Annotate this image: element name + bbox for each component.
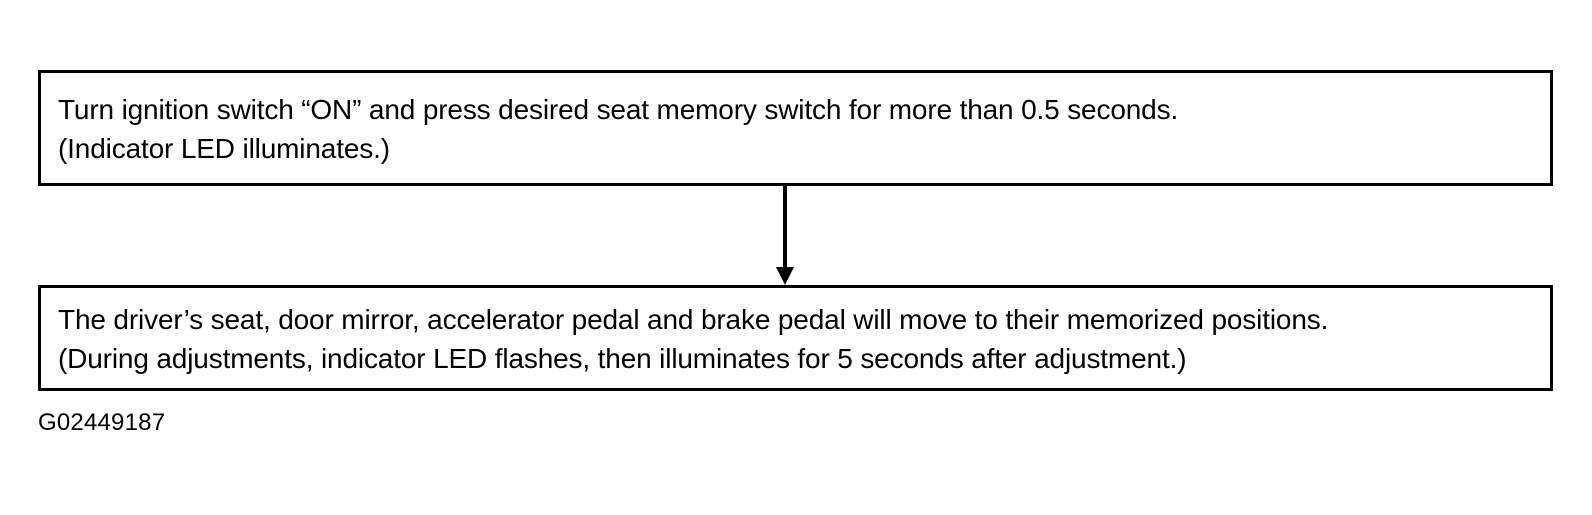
figure-id-caption: G02449187 [38,409,166,436]
flow-step-box-1: Turn ignition switch “ON” and press desi… [38,70,1553,186]
arrow-shaft [783,186,787,268]
flow-step-2-line-1: The driver’s seat, door mirror, accelera… [58,304,1329,335]
flow-step-1-line-2: (Indicator LED illuminates.) [58,133,390,164]
arrow-head [776,267,794,285]
arrow-down-icon [776,186,794,286]
flow-step-2-text: The driver’s seat, door mirror, accelera… [58,300,1540,378]
flow-step-box-2: The driver’s seat, door mirror, accelera… [38,285,1553,391]
flow-step-2-line-2: (During adjustments, indicator LED flash… [58,343,1187,374]
flow-step-1-line-1: Turn ignition switch “ON” and press desi… [58,94,1179,125]
flow-step-1-text: Turn ignition switch “ON” and press desi… [58,90,1540,168]
